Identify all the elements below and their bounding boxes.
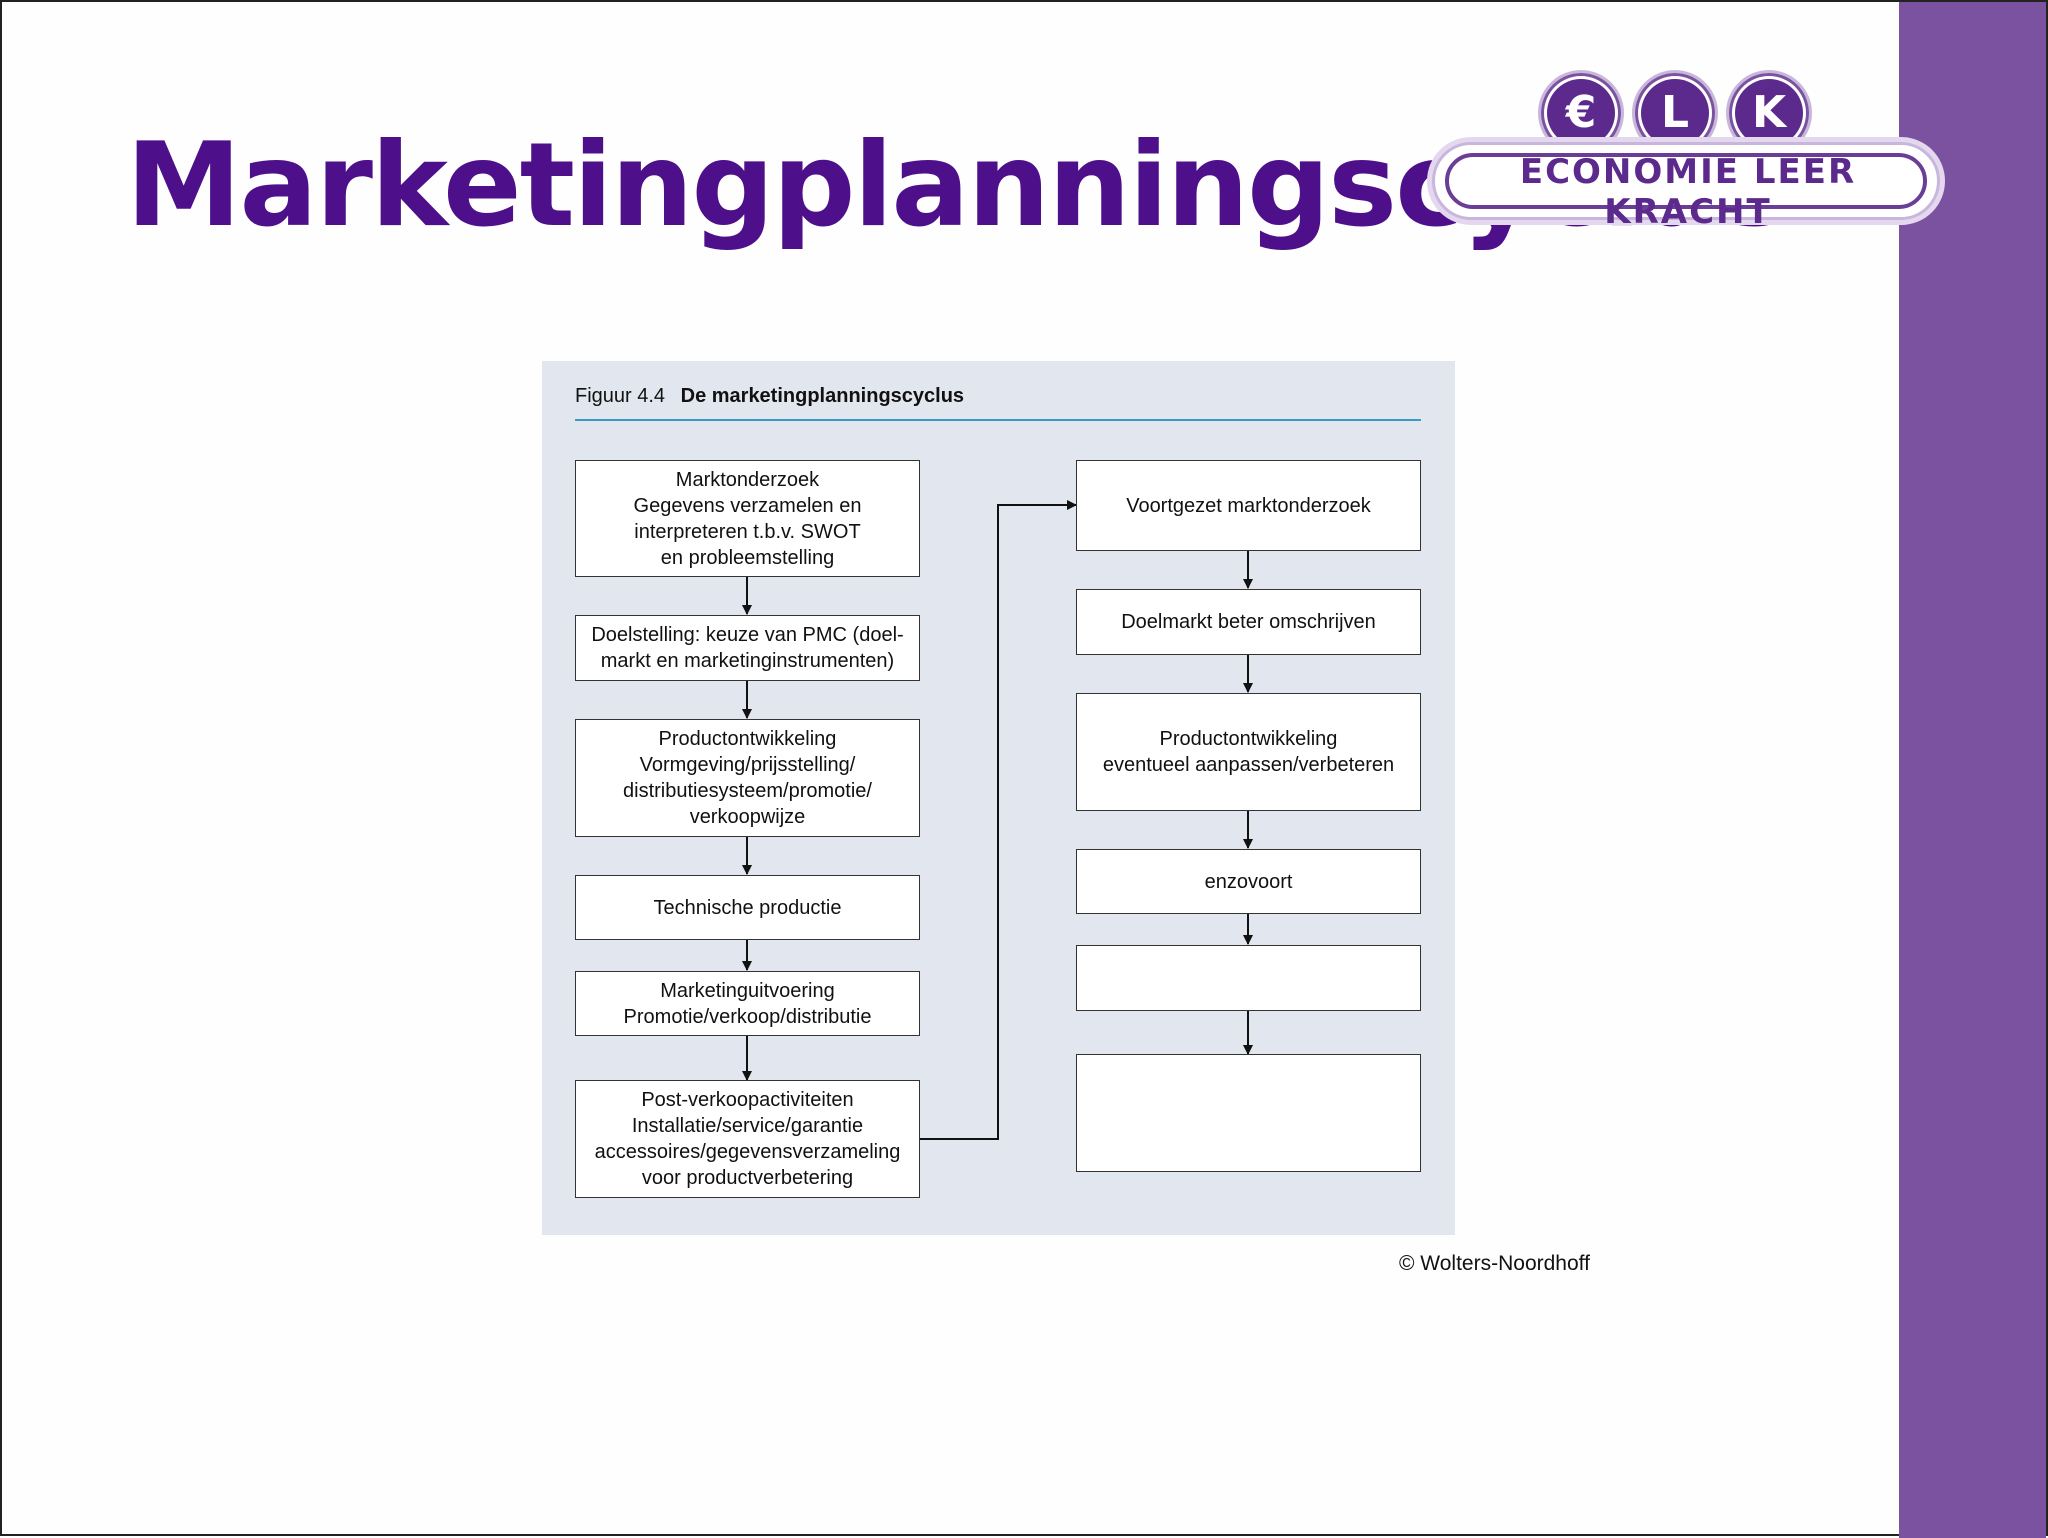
box-technische-productie: Technische productie: [575, 875, 920, 940]
box-post-verkoopactiviteiten: Post-verkoopactiviteiten Installatie/ser…: [575, 1080, 920, 1198]
marketing-cycle-figure: Figuur 4.4 De marketingplanningscyclus: [542, 361, 1455, 1235]
figure-caption: Figuur 4.4 De marketingplanningscyclus: [575, 385, 964, 408]
box-doelstelling: Doelstelling: keuze van PMC (doel- markt…: [575, 615, 920, 681]
box-voortgezet-marktonderzoek: Voortgezet marktonderzoek: [1076, 460, 1421, 551]
box-empty-2: [1076, 1054, 1421, 1172]
figure-number: Figuur 4.4: [575, 385, 666, 407]
arrow-connector: [920, 500, 1077, 1140]
box-marktonderzoek: Marktonderzoek Gegevens verzamelen en in…: [575, 460, 920, 577]
purple-sidebar: [1899, 2, 2046, 1538]
box-productontwikkeling-aanpassen: Productontwikkeling eventueel aanpassen/…: [1076, 693, 1421, 811]
box-empty-1: [1076, 945, 1421, 1011]
box-productontwikkeling: Productontwikkeling Vormgeving/prijsstel…: [575, 719, 920, 837]
flow-arrows: [742, 500, 1253, 1140]
box-doelmarkt: Doelmarkt beter omschrijven: [1076, 589, 1421, 655]
box-marketinguitvoering: Marketinguitvoering Promotie/verkoop/dis…: [575, 971, 920, 1036]
caption-rule: [575, 419, 1421, 421]
logo-banner: [1432, 142, 1940, 220]
logo-coin-l: L: [1632, 70, 1718, 156]
elk-logo: € L K ECONOMIE LEER KRACHT: [1432, 68, 1944, 232]
box-enzovoort: enzovoort: [1076, 849, 1421, 914]
logo-coin-k: K: [1726, 70, 1812, 156]
logo-text: ECONOMIE LEER KRACHT: [1519, 152, 1857, 232]
figure-title: De marketingplanningscyclus: [680, 385, 965, 407]
copyright-notice: © Wolters-Noordhoff: [1399, 1252, 1590, 1275]
logo-coin-euro: €: [1538, 70, 1624, 156]
